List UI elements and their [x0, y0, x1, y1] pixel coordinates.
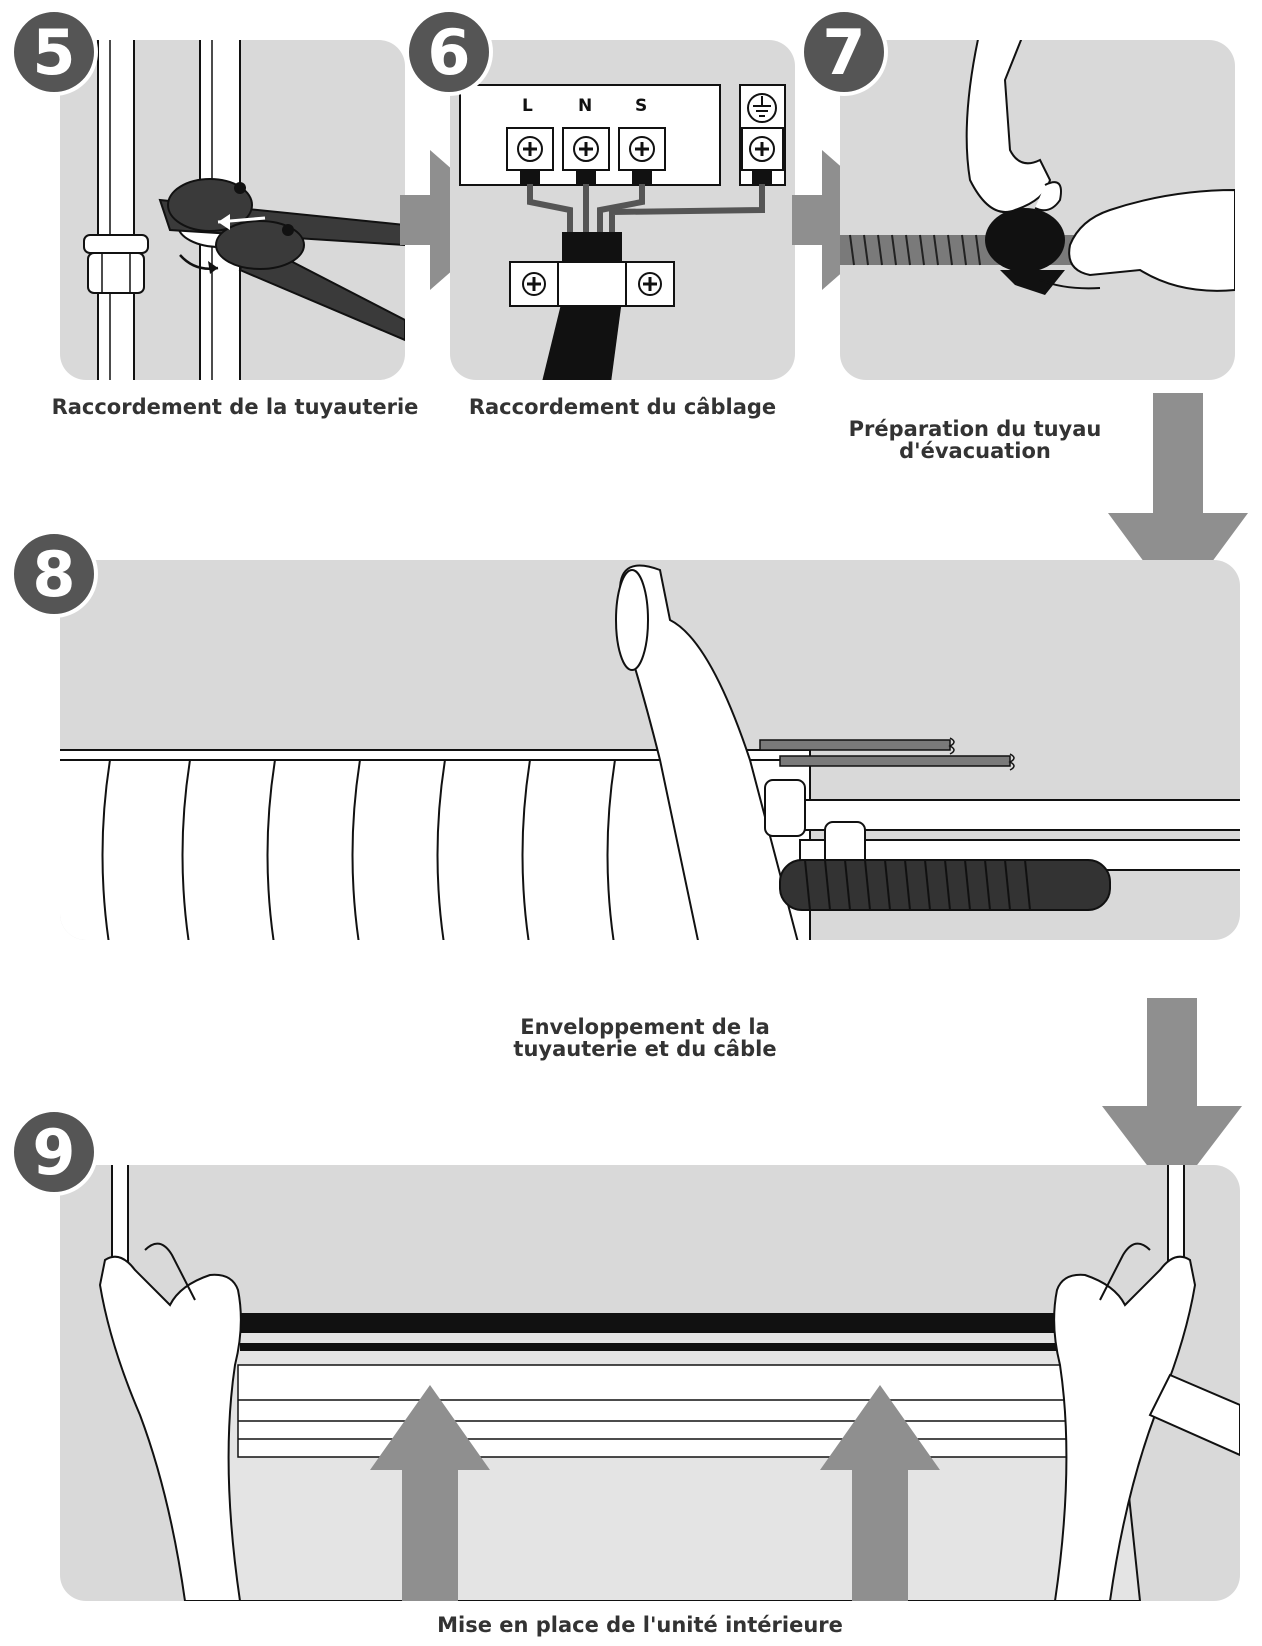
step-6-panel: L N S [450, 40, 795, 380]
drain-hose-illustration [840, 40, 1235, 295]
arrow-up-icon [820, 1385, 940, 1601]
step-9-caption: Mise en place de l'unité intérieure [437, 1613, 843, 1637]
arrow-down-icon [1102, 998, 1242, 1198]
step-8-caption: Enveloppement de la tuyauterie et du câb… [513, 1015, 777, 1061]
step-7-caption: Préparation du tuyau d'évacuation [848, 417, 1102, 463]
step-8-number: 8 [10, 530, 98, 618]
arrow-down-icon [1108, 393, 1248, 608]
step-7-panel [840, 40, 1235, 380]
ground-symbol-icon [747, 93, 777, 123]
step-6-number: 6 [405, 8, 493, 96]
indoor-unit-mounting-illustration [98, 1165, 1240, 1601]
hand-upper [965, 40, 1052, 213]
step-5-caption: Raccordement de la tuyauterie [51, 395, 419, 419]
wire-1 [759, 739, 951, 751]
screw-n [562, 127, 610, 184]
step-9-panel [60, 1165, 1240, 1601]
step-9-number: 9 [10, 1108, 98, 1196]
wrapping-illustration [60, 564, 1240, 940]
hand-left [98, 1255, 242, 1601]
wrapping-tape [619, 564, 799, 940]
terminal-label-s: S [635, 96, 648, 116]
step-6-caption: Raccordement du câblage [468, 395, 777, 419]
screw-l [506, 127, 554, 184]
arrow-up-icon [370, 1385, 490, 1601]
terminal-label-l: L [522, 96, 533, 116]
indoor-unit [203, 1314, 1142, 1601]
wiring-illustration [459, 84, 786, 380]
tape-roll [985, 208, 1065, 272]
flare-nut-left [83, 234, 149, 254]
screw-s [618, 127, 666, 184]
indoor-unit-top-rail [240, 1313, 1110, 1333]
pipe-connection-illustration [83, 40, 405, 380]
hand-lower [1068, 188, 1235, 292]
pipe-left [97, 40, 135, 380]
power-cable [542, 300, 622, 380]
screw-earth [741, 127, 784, 184]
wire-2 [779, 755, 1011, 767]
terminal-label-n: N [578, 96, 593, 116]
step-5-panel [60, 40, 405, 380]
step-8-panel [60, 560, 1240, 940]
step-5-number: 5 [10, 8, 98, 96]
step-7-number: 7 [800, 8, 888, 96]
